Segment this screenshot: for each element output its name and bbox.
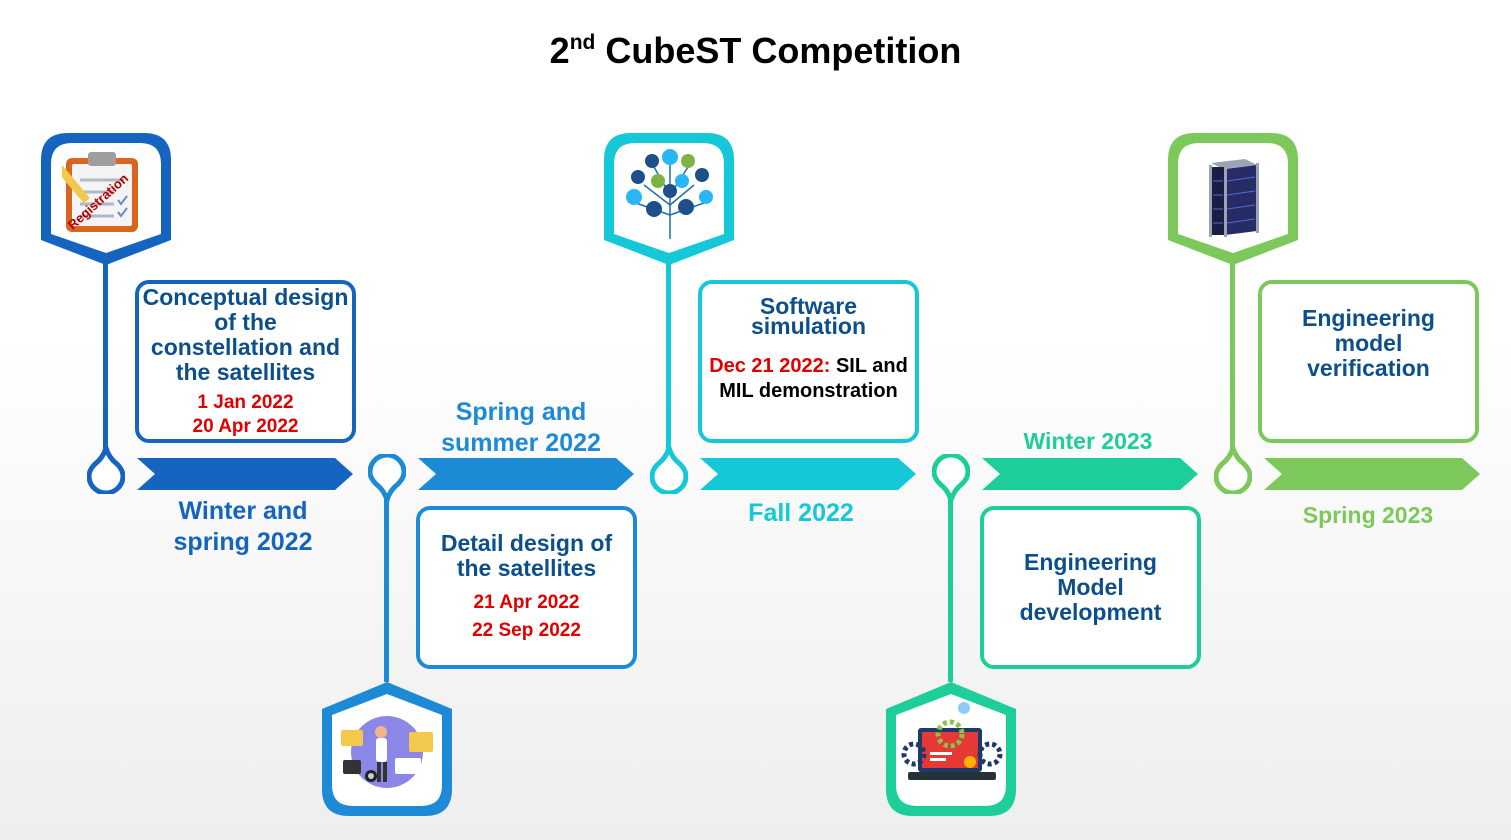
stage-4-heading: Engineering Model development [1019,549,1162,625]
stage-5-arrow [1264,458,1480,490]
designer-at-dashboard-icon [337,710,437,795]
stage-1-pin [86,439,126,499]
stage-3-pin [649,439,689,499]
stage-4-stem [948,496,953,682]
stage-4-arrow [982,458,1198,490]
stage-2-stem [384,496,389,682]
stage-5-season: Spring 2023 [1302,502,1434,528]
registration-clipboard-icon [54,150,142,239]
laptop-gears-icon [900,700,1004,795]
stage-4-card: Engineering Model development [980,506,1201,669]
stage-3-arrow [700,458,916,490]
stage-3-card: Software simulation Dec 21 2022: SIL and… [698,280,919,443]
stage-1-arrow [137,458,353,490]
stage-4-season: Winter 2023 [1023,428,1153,454]
stage-1-heading: Conceptual design of the constellation a… [142,283,349,385]
stage-3-note: Dec 21 2022: SIL and MIL demonstration [709,355,908,402]
stage-3-stem [666,262,671,458]
stage-1-card: Conceptual design of the constellation a… [135,280,356,443]
stage-5-pin [1213,439,1253,499]
stage-2-heading: Detail design of the satellites [440,529,613,581]
stage-5-card: Engineering model verification [1258,280,1479,443]
stage-1-start-date: 1 Jan 2022 [197,391,294,413]
technology-tree-icon [624,145,716,246]
stage-5-heading: Engineering model verification [1302,305,1435,381]
page-title: 2nd CubeST Competition [549,30,962,71]
stage-5-stem [1230,262,1235,458]
stage-1-stem [103,262,108,458]
stage-2-arrow [418,458,634,490]
stage-2-start-date: 21 Apr 2022 [473,591,580,613]
stage-3-season: Fall 2022 [748,499,854,527]
stage-1-end-date: 20 Apr 2022 [192,415,299,437]
stage-4-pin [931,452,971,509]
cubesat-icon [1205,155,1261,244]
stage-2-card: Detail design of the satellites 21 Apr 2… [416,506,637,669]
stage-3-badge [601,130,737,265]
stage-2-end-date: 22 Sep 2022 [472,619,581,641]
stage-3-heading: Software simulation [750,293,866,339]
stage-2-pin [367,452,407,509]
